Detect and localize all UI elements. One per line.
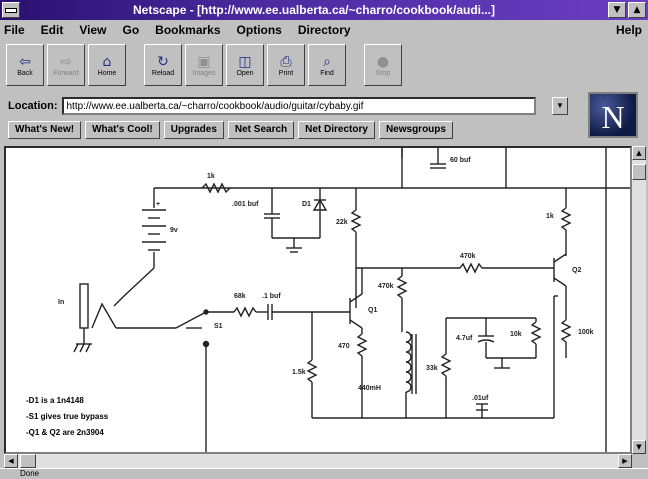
note-d1: -D1 is a 1n4148: [26, 396, 84, 405]
reload-button[interactable]: ↻Reload: [144, 44, 182, 86]
stop-icon: ●: [376, 53, 390, 70]
toolbar: ⇦Back ⇨Forward ⌂Home ↻Reload ▣Images ◫Op…: [4, 42, 640, 90]
window-title: Netscape - [http://www.ee.ualberta.ca/~c…: [133, 3, 495, 17]
label-r-68k: 68k: [234, 293, 246, 300]
back-button[interactable]: ⇦Back: [6, 44, 44, 86]
label-c-input: .1 buf: [262, 293, 281, 300]
label-q2: Q2: [572, 267, 581, 274]
label-r-470k-q1: 470k: [378, 283, 394, 290]
home-button[interactable]: ⌂Home: [88, 44, 126, 86]
system-menu-button[interactable]: [2, 2, 20, 18]
location-bar: Location: ▼: [8, 96, 568, 116]
forward-arrow-icon: ⇨: [60, 53, 72, 70]
label-r-33k: 33k: [426, 365, 438, 372]
label-r-470k-top: 470k: [460, 253, 476, 260]
status-text: Done: [20, 469, 40, 478]
whats-new-button[interactable]: What's New!: [8, 121, 82, 139]
label-r-1k: 1k: [207, 173, 215, 180]
forward-button[interactable]: ⇨Forward: [47, 44, 85, 86]
label-c-bottom: .01uf: [472, 395, 489, 402]
menu-options[interactable]: Options: [236, 23, 282, 37]
vertical-scrollbar[interactable]: ▲ ▼: [632, 146, 646, 454]
open-label: Open: [236, 69, 254, 77]
label-r-22k: 22k: [336, 219, 348, 226]
status-bar: Done: [0, 468, 648, 479]
images-button[interactable]: ▣Images: [185, 44, 223, 86]
menu-help[interactable]: Help: [615, 23, 642, 37]
whats-cool-button[interactable]: What's Cool!: [85, 121, 160, 139]
print-button[interactable]: ⎙Print: [267, 44, 305, 86]
find-button[interactable]: ⌕Find: [308, 44, 346, 86]
label-c-4-7uf: 4.7uf: [456, 335, 473, 342]
newsgroups-button[interactable]: Newsgroups: [378, 121, 453, 139]
menu-bookmarks[interactable]: Bookmarks: [155, 23, 221, 37]
label-r-1k-q2: 1k: [546, 213, 554, 220]
label-r-100k: 100k: [578, 329, 594, 336]
print-label: Print: [278, 69, 294, 77]
location-label: Location:: [8, 100, 58, 112]
open-button[interactable]: ◫Open: [226, 44, 264, 86]
netscape-logo: N: [588, 92, 638, 138]
scroll-up-button[interactable]: ▲: [632, 146, 646, 160]
label-d1: D1: [302, 201, 311, 208]
print-icon: ⎙: [280, 53, 292, 70]
label-input-jack: In: [58, 299, 64, 306]
reload-icon: ↻: [157, 53, 169, 70]
location-dropdown-button[interactable]: ▼: [552, 97, 568, 115]
scroll-left-button[interactable]: ◀: [4, 454, 18, 468]
upgrades-button[interactable]: Upgrades: [163, 121, 224, 139]
maximize-button[interactable]: ▲: [628, 2, 646, 18]
directory-buttons: What's New! What's Cool! Upgrades Net Se…: [8, 121, 453, 139]
schematic-image: 1k + 9v .001 buf D1 22k 60 buf 470k 1k Q…: [58, 148, 630, 452]
stop-label: Stop: [375, 69, 391, 77]
menu-bar: File Edit View Go Bookmarks Options Dire…: [0, 20, 648, 40]
menu-view[interactable]: View: [79, 23, 107, 37]
label-c-001: .001 buf: [232, 201, 259, 208]
reload-label: Reload: [151, 69, 175, 77]
scroll-right-button[interactable]: ▶: [618, 454, 632, 468]
vertical-scroll-thumb[interactable]: [632, 164, 646, 180]
label-battery: 9v: [170, 227, 178, 234]
note-transistors: -Q1 & Q2 are 2n3904: [26, 428, 104, 437]
images-icon: ▣: [197, 53, 211, 70]
menu-directory[interactable]: Directory: [297, 23, 351, 37]
label-r-470: 470: [338, 343, 350, 350]
images-label: Images: [192, 69, 216, 77]
back-label: Back: [17, 69, 33, 77]
net-search-button[interactable]: Net Search: [227, 121, 295, 139]
label-r-10k: 10k: [510, 331, 522, 338]
label-s1: S1: [214, 323, 223, 330]
label-c-60uf: 60 buf: [450, 157, 471, 164]
scroll-down-button[interactable]: ▼: [632, 440, 646, 454]
open-icon: ◫: [238, 53, 252, 70]
note-s1: -S1 gives true bypass: [26, 412, 109, 421]
menu-edit[interactable]: Edit: [40, 23, 64, 37]
minimize-button[interactable]: ▼: [608, 2, 626, 18]
stop-button[interactable]: ●Stop: [364, 44, 402, 86]
page-content: 1k + 9v .001 buf D1 22k 60 buf 470k 1k Q…: [4, 146, 632, 454]
home-label: Home: [97, 69, 117, 77]
label-battery-plus: +: [156, 201, 160, 208]
home-icon: ⌂: [102, 53, 112, 70]
location-input[interactable]: [61, 97, 536, 115]
find-icon: ⌕: [323, 53, 331, 70]
horizontal-scroll-thumb[interactable]: [20, 454, 36, 468]
label-r-1-5k: 1.5k: [292, 369, 306, 376]
net-directory-button[interactable]: Net Directory: [298, 121, 375, 139]
forward-label: Forward: [53, 69, 79, 77]
find-label: Find: [320, 69, 334, 77]
schematic-notes: -D1 is a 1n4148 -S1 gives true bypass -Q…: [26, 393, 108, 441]
menu-go[interactable]: Go: [122, 23, 140, 37]
label-inductor: 440mH: [358, 385, 381, 392]
label-q1: Q1: [368, 307, 377, 314]
title-bar: Netscape - [http://www.ee.ualberta.ca/~c…: [0, 0, 648, 20]
horizontal-scrollbar[interactable]: ◀ ▶: [4, 454, 632, 468]
menu-file[interactable]: File: [4, 23, 25, 37]
back-arrow-icon: ⇦: [19, 53, 31, 70]
